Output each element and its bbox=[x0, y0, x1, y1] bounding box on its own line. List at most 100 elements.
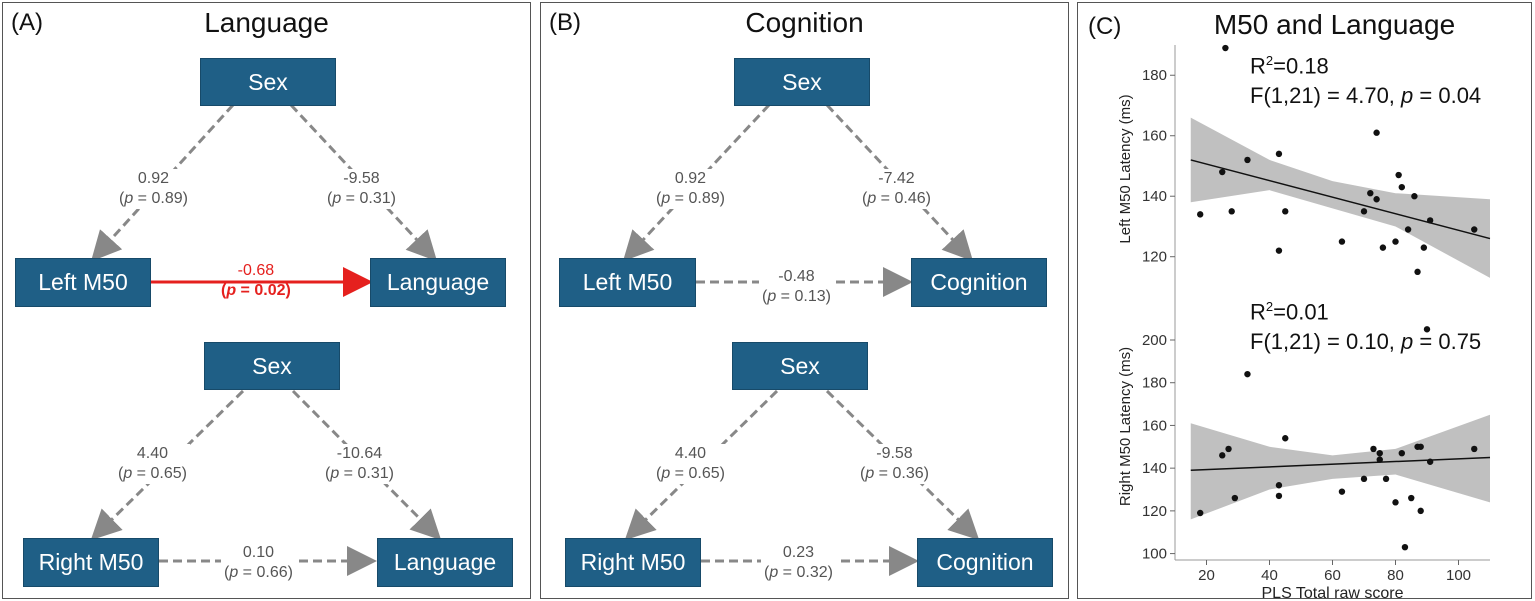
data-point bbox=[1373, 196, 1380, 203]
data-point bbox=[1395, 171, 1402, 179]
panel-c-label: (C) bbox=[1088, 13, 1122, 40]
data-point bbox=[1222, 44, 1229, 52]
coef-sex-left-m50-b: 0.92(p = 0.89) bbox=[653, 169, 728, 209]
data-point bbox=[1219, 452, 1226, 459]
data-point bbox=[1282, 208, 1289, 215]
data-point bbox=[1225, 445, 1232, 453]
data-point bbox=[1379, 244, 1387, 251]
data-point bbox=[1417, 507, 1424, 515]
confidence-band-1 bbox=[1190, 117, 1490, 278]
data-point bbox=[1360, 475, 1368, 483]
coef-right-m50-language: 0.10(p = 0.66) bbox=[221, 543, 296, 583]
y-tick-label: 120 bbox=[1142, 503, 1167, 520]
x-tick-label: 60 bbox=[1324, 567, 1341, 584]
coef-sex-language: -9.58(p = 0.31) bbox=[324, 169, 399, 209]
coef-sex-right-m50: 4.40(p = 0.65) bbox=[115, 444, 190, 484]
panel-a: (A) Language Sex Left M50 Language 0.92(… bbox=[2, 2, 531, 599]
coef-sex-left-m50: 0.92(p = 0.89) bbox=[116, 169, 191, 209]
coef-right-m50-cognition: 0.23(p = 0.32) bbox=[761, 543, 836, 583]
y-tick-label: 180 bbox=[1142, 67, 1167, 84]
top-r2-stat: R2=0.18 bbox=[1250, 53, 1329, 79]
y-tick-label: 180 bbox=[1142, 375, 1167, 392]
panel-b: (B) Cognition Sex Left M50 Cognition 0.9… bbox=[540, 2, 1069, 599]
y-tick-label: 140 bbox=[1142, 460, 1167, 477]
data-point bbox=[1411, 193, 1418, 200]
x-tick-label: 20 bbox=[1198, 567, 1215, 584]
data-point bbox=[1471, 226, 1478, 233]
data-point bbox=[1404, 226, 1412, 233]
data-point bbox=[1426, 217, 1434, 224]
data-point bbox=[1376, 456, 1383, 463]
data-point bbox=[1228, 208, 1235, 215]
data-point bbox=[1426, 458, 1434, 465]
data-point bbox=[1275, 150, 1283, 158]
coef-sex-cognition-2: -9.58(p = 0.36) bbox=[857, 444, 932, 484]
node-left-m50-b: Left M50 bbox=[559, 258, 696, 307]
data-point bbox=[1338, 238, 1346, 245]
panel-b-title: Cognition bbox=[745, 7, 864, 38]
data-point bbox=[1417, 443, 1424, 450]
data-point bbox=[1392, 499, 1399, 506]
data-point bbox=[1373, 129, 1380, 136]
node-language-2: Language bbox=[377, 538, 513, 587]
node-sex-b-2: Sex bbox=[732, 342, 868, 390]
data-point bbox=[1219, 168, 1226, 176]
y-tick-label: 100 bbox=[1142, 546, 1167, 563]
data-point bbox=[1376, 450, 1383, 457]
node-right-m50-b: Right M50 bbox=[565, 538, 701, 587]
data-point bbox=[1401, 543, 1409, 551]
data-point bbox=[1275, 482, 1283, 489]
data-point bbox=[1408, 494, 1415, 502]
panel-a-label: (A) bbox=[11, 9, 43, 36]
top-f-stat: F(1,21) = 4.70, p = 0.04 bbox=[1250, 83, 1482, 108]
y-tick-label: 200 bbox=[1142, 332, 1167, 349]
coef-sex-language-2: -10.64(p = 0.31) bbox=[322, 444, 397, 484]
coef-left-m50-language: -0.68(p = 0.02) bbox=[221, 262, 291, 299]
bottom-f-stat: F(1,21) = 0.10, p = 0.75 bbox=[1250, 329, 1482, 354]
data-point bbox=[1367, 189, 1374, 197]
panel-b-label: (B) bbox=[549, 9, 581, 36]
data-point bbox=[1423, 326, 1431, 333]
y-tick-label: 160 bbox=[1142, 128, 1167, 145]
data-point bbox=[1382, 475, 1390, 483]
data-point bbox=[1420, 244, 1428, 251]
y-axis-label-2: Right M50 Latency (ms) bbox=[1117, 347, 1134, 506]
y-axis-label-1: Left M50 Latency (ms) bbox=[1117, 94, 1134, 243]
coef-sex-right-m50-b: 4.40(p = 0.65) bbox=[653, 444, 728, 484]
node-right-m50: Right M50 bbox=[23, 538, 159, 587]
data-point bbox=[1398, 183, 1405, 191]
y-tick-label: 160 bbox=[1142, 417, 1167, 434]
x-tick-label: 40 bbox=[1261, 567, 1278, 584]
y-tick-label: 120 bbox=[1142, 249, 1167, 266]
node-cognition: Cognition bbox=[911, 258, 1047, 307]
data-point bbox=[1197, 509, 1204, 517]
fit-line-2 bbox=[1190, 456, 1491, 472]
data-point bbox=[1282, 435, 1289, 442]
node-sex-b: Sex bbox=[734, 58, 870, 106]
x-tick-label: 100 bbox=[1446, 567, 1471, 584]
y-tick-label: 140 bbox=[1142, 188, 1167, 205]
node-sex-2: Sex bbox=[204, 342, 340, 390]
fit-line-1 bbox=[1190, 159, 1491, 240]
coef-left-m50-cognition: -0.48(p = 0.13) bbox=[759, 267, 834, 307]
data-point bbox=[1398, 450, 1405, 457]
x-tick-label: 80 bbox=[1387, 567, 1404, 584]
node-language: Language bbox=[370, 258, 506, 307]
coef-sex-cognition: -7.42(p = 0.46) bbox=[859, 169, 934, 209]
confidence-band-2 bbox=[1190, 414, 1490, 520]
data-point bbox=[1370, 445, 1377, 453]
data-point bbox=[1392, 238, 1399, 245]
data-point bbox=[1338, 488, 1346, 495]
panel-c-title: M50 and Language bbox=[1213, 9, 1456, 40]
data-point bbox=[1231, 494, 1239, 502]
data-point bbox=[1244, 370, 1251, 378]
node-cognition-2: Cognition bbox=[917, 538, 1053, 587]
data-point bbox=[1244, 156, 1251, 164]
data-point bbox=[1414, 268, 1421, 276]
panel-a-title: Language bbox=[204, 7, 329, 38]
node-left-m50: Left M50 bbox=[15, 258, 151, 307]
data-point bbox=[1360, 208, 1368, 215]
data-point bbox=[1275, 247, 1283, 254]
